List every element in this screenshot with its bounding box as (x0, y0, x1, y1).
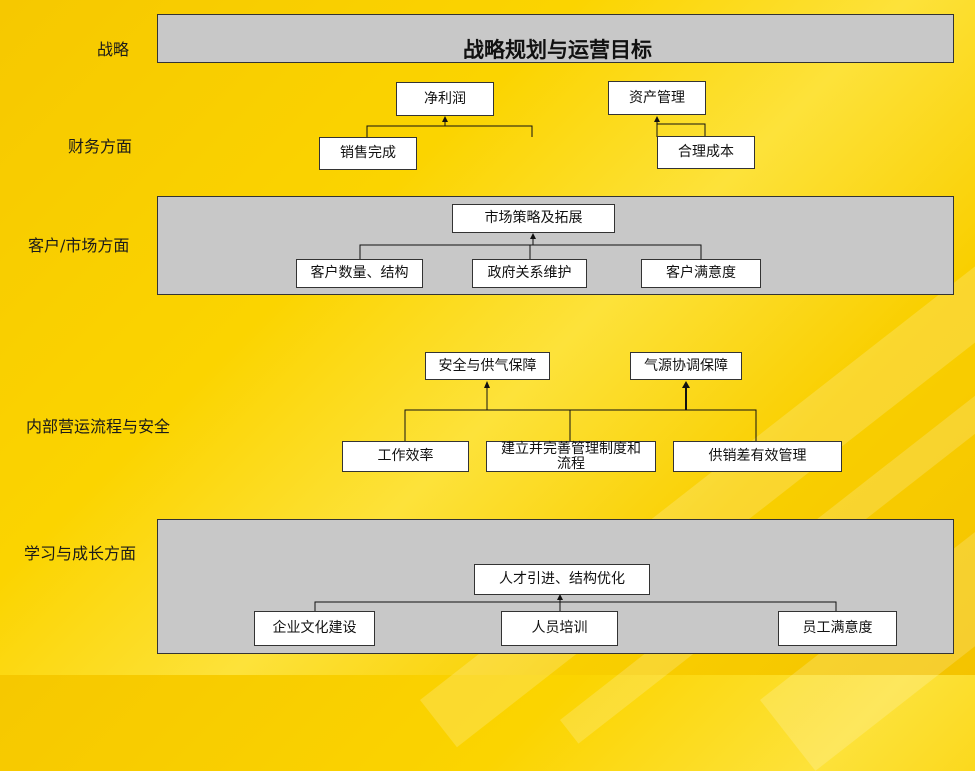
box-employee-satisfaction: 员工满意度 (778, 611, 897, 646)
box-staff-training: 人员培训 (501, 611, 618, 646)
box-asset-management: 资产管理 (608, 81, 706, 115)
box-government-relations: 政府关系维护 (472, 259, 587, 288)
strategy-title: 战略规划与运营目标 (463, 38, 652, 62)
connector-lines (314, 116, 837, 611)
box-gas-source: 气源协调保障 (630, 352, 742, 380)
box-corporate-culture: 企业文化建设 (254, 611, 375, 646)
row-label-strategy: 战略 (97, 40, 130, 59)
row-label-finance: 财务方面 (68, 137, 133, 156)
strategy-panel (157, 14, 954, 63)
row-label-internal: 内部营运流程与安全 (26, 417, 171, 436)
box-customer-count: 客户数量、结构 (296, 259, 423, 288)
row-label-customer: 客户/市场方面 (28, 236, 130, 255)
box-sales-completion: 销售完成 (319, 137, 417, 170)
box-management-system: 建立并完善管理制度和流程 (486, 441, 656, 472)
row-label-learning: 学习与成长方面 (24, 544, 137, 563)
box-safety-supply: 安全与供气保障 (425, 352, 550, 380)
box-work-efficiency: 工作效率 (342, 441, 469, 472)
box-talent-introduction: 人才引进、结构优化 (474, 564, 650, 595)
box-customer-satisfaction: 客户满意度 (641, 259, 761, 288)
box-reasonable-cost: 合理成本 (657, 136, 755, 169)
box-net-profit: 净利润 (396, 82, 494, 116)
box-supply-sales-gap: 供销差有效管理 (673, 441, 842, 472)
box-market-strategy: 市场策略及拓展 (452, 204, 615, 233)
